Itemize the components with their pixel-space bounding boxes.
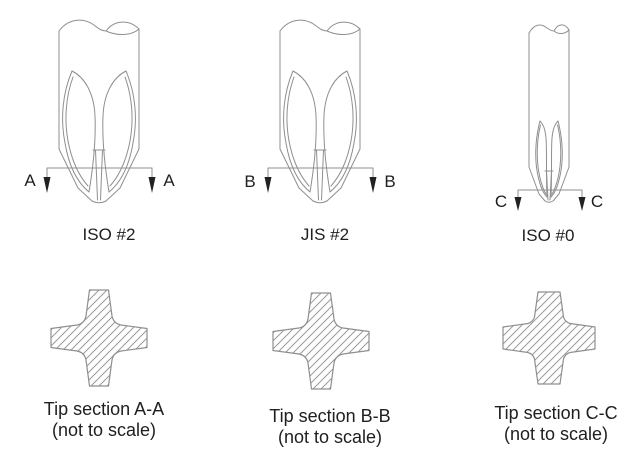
bit-iso0-drawing — [514, 24, 586, 211]
tip-section-b-figure — [272, 292, 370, 390]
tip-section-c-caption-note: (not to scale) — [503, 424, 609, 444]
section-letter-c-left: C — [494, 192, 508, 211]
section-letter-b-left: B — [244, 172, 256, 191]
bit-iso2-drawing — [43, 19, 156, 204]
tip-section-b-caption: Tip section B-B (not to scale) — [245, 406, 415, 448]
section-arrow-c-left — [514, 197, 522, 211]
section-letter-a-left: A — [24, 171, 36, 190]
tip-section-a-caption: Tip section A-A (not to scale) — [19, 399, 189, 441]
tip-section-c-caption-title: Tip section C-C — [494, 403, 618, 423]
bit-label-iso2: ISO #2 — [82, 225, 136, 244]
section-cut-line-c — [517, 189, 583, 198]
bit-label-iso0: ISO #0 — [521, 226, 575, 245]
bit-label-jis2: JIS #2 — [300, 225, 350, 244]
tip-section-a-caption-note: (not to scale) — [51, 420, 157, 440]
tip-section-a-caption-title: Tip section A-A — [43, 399, 165, 419]
tip-section-b-caption-title: Tip section B-B — [269, 406, 391, 426]
tip-section-b-caption-note: (not to scale) — [277, 427, 383, 447]
tip-section-c-caption: Tip section C-C (not to scale) — [471, 403, 640, 445]
tip-section-c-figure — [502, 291, 596, 385]
section-letter-b-right: B — [384, 172, 396, 191]
section-arrow-c-right — [578, 197, 586, 211]
section-letter-a-right: A — [163, 171, 175, 190]
section-letter-c-right: C — [590, 192, 604, 211]
bit-jis2-drawing — [264, 19, 377, 204]
tip-section-a-figure — [50, 289, 148, 387]
